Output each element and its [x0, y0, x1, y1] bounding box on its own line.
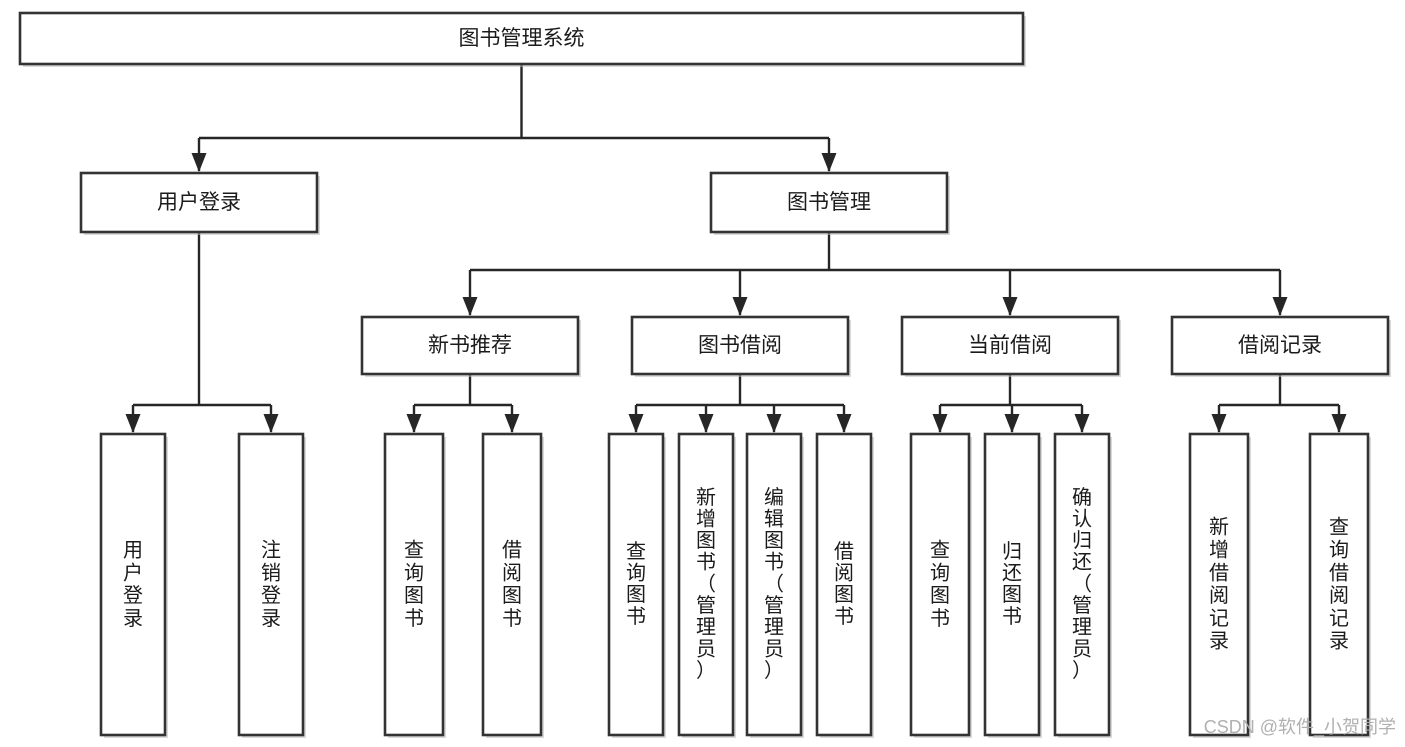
node-box	[677, 432, 735, 737]
node-box	[983, 432, 1041, 737]
node-label: 当前借阅	[968, 334, 1052, 357]
arrow-head-icon-leaf-9	[1004, 414, 1020, 433]
node-label: 查询图书	[404, 539, 424, 630]
node-leaf-user-logout[interactable]: 注销登录	[237, 432, 306, 738]
node-label: 编辑图书（管理员）	[764, 486, 784, 682]
node-book-management[interactable]: 图书管理	[709, 171, 950, 235]
arrow-head-icon-l2-0	[462, 297, 478, 316]
node-label: 查询图书	[930, 539, 950, 630]
node-new-book-recommend[interactable]: 新书推荐	[360, 315, 581, 377]
node-box	[1188, 432, 1250, 737]
node-leaf-confirm-return[interactable]: 确认归还（管理员）	[1053, 432, 1112, 738]
node-box	[709, 171, 949, 234]
node-label: 新增借阅记录	[1209, 516, 1229, 653]
node-label: 用户登录	[157, 191, 241, 214]
node-box	[481, 432, 543, 737]
node-box	[900, 315, 1120, 376]
node-label: 借阅图书	[502, 539, 522, 630]
node-box	[99, 432, 167, 737]
node-leaf-borrow-book-2[interactable]: 借阅图书	[815, 432, 874, 738]
node-box	[360, 315, 580, 376]
node-box	[18, 11, 1025, 66]
arrow-head-icon-leaf-1	[263, 414, 279, 433]
node-label: 查询图书	[626, 540, 646, 628]
node-box	[1308, 432, 1370, 737]
arrow-head-icon-l1-1	[821, 153, 837, 172]
node-box	[1053, 432, 1111, 737]
arrow-head-icon-leaf-3	[504, 414, 520, 433]
node-label: 借阅图书	[834, 540, 854, 628]
csdn-watermark: CSDN @软件_小贺同学	[1204, 717, 1396, 738]
node-box	[1170, 315, 1390, 376]
arrow-head-icon-leaf-8	[932, 414, 948, 433]
node-current-borrow[interactable]: 当前借阅	[900, 315, 1121, 377]
node-leaf-query-record[interactable]: 查询借阅记录	[1308, 432, 1371, 738]
arrow-head-icon-leaf-7	[836, 414, 852, 433]
arrow-head-icon-leaf-5	[698, 414, 714, 433]
node-label: 用户登录	[123, 540, 143, 630]
arrow-head-icon-leaf-0	[125, 414, 141, 433]
node-layer: 图书管理系统用户登录图书管理新书推荐图书借阅当前借阅借阅记录用户登录注销登录查询…	[18, 11, 1391, 738]
arrow-head-icon-l2-1	[732, 297, 748, 316]
arrow-head-icon-leaf-10	[1074, 414, 1090, 433]
node-box	[909, 432, 971, 737]
node-box	[815, 432, 873, 737]
node-user-login[interactable]: 用户登录	[79, 171, 320, 235]
node-label: 新书推荐	[428, 334, 512, 357]
node-borrow-record[interactable]: 借阅记录	[1170, 315, 1391, 377]
node-leaf-borrow-book-1[interactable]: 借阅图书	[481, 432, 544, 738]
node-label: 归还图书	[1002, 540, 1022, 628]
node-box	[237, 432, 305, 737]
node-label: 注销登录	[261, 539, 281, 630]
node-label: 查询借阅记录	[1329, 516, 1349, 653]
arrow-head-icon-leaf-4	[628, 414, 644, 433]
node-label: 确认归还（管理员）	[1072, 486, 1092, 682]
arrow-head-icon-leaf-11	[1211, 414, 1227, 433]
node-book-borrow[interactable]: 图书借阅	[630, 315, 851, 377]
node-label: 图书管理系统	[459, 27, 585, 50]
arrow-head-icon-leaf-2	[406, 414, 422, 433]
node-label: 新增图书（管理员）	[696, 486, 716, 682]
node-leaf-add-book[interactable]: 新增图书（管理员）	[677, 432, 736, 738]
node-box	[79, 171, 319, 234]
arrow-head-icon-leaf-6	[766, 414, 782, 433]
node-box	[607, 432, 665, 737]
node-leaf-query-book-1[interactable]: 查询图书	[383, 432, 446, 738]
arrow-head-icon-l2-2	[1002, 297, 1018, 316]
node-leaf-edit-book[interactable]: 编辑图书（管理员）	[745, 432, 804, 738]
node-leaf-query-book-2[interactable]: 查询图书	[607, 432, 666, 738]
node-leaf-return-book[interactable]: 归还图书	[983, 432, 1042, 738]
node-box	[745, 432, 803, 737]
connector-layer	[125, 64, 1347, 433]
node-label: 借阅记录	[1238, 334, 1322, 357]
node-root[interactable]: 图书管理系统	[18, 11, 1026, 67]
node-leaf-add-record[interactable]: 新增借阅记录	[1188, 432, 1251, 738]
arrow-head-icon-l1-0	[191, 153, 207, 172]
node-box	[383, 432, 445, 737]
node-box	[630, 315, 850, 376]
node-leaf-user-login[interactable]: 用户登录	[99, 432, 168, 738]
arrow-head-icon-l2-3	[1272, 297, 1288, 316]
arrow-head-icon-leaf-12	[1331, 414, 1347, 433]
node-label: 图书管理	[787, 191, 871, 214]
node-label: 图书借阅	[698, 334, 782, 357]
node-leaf-query-book-3[interactable]: 查询图书	[909, 432, 972, 738]
